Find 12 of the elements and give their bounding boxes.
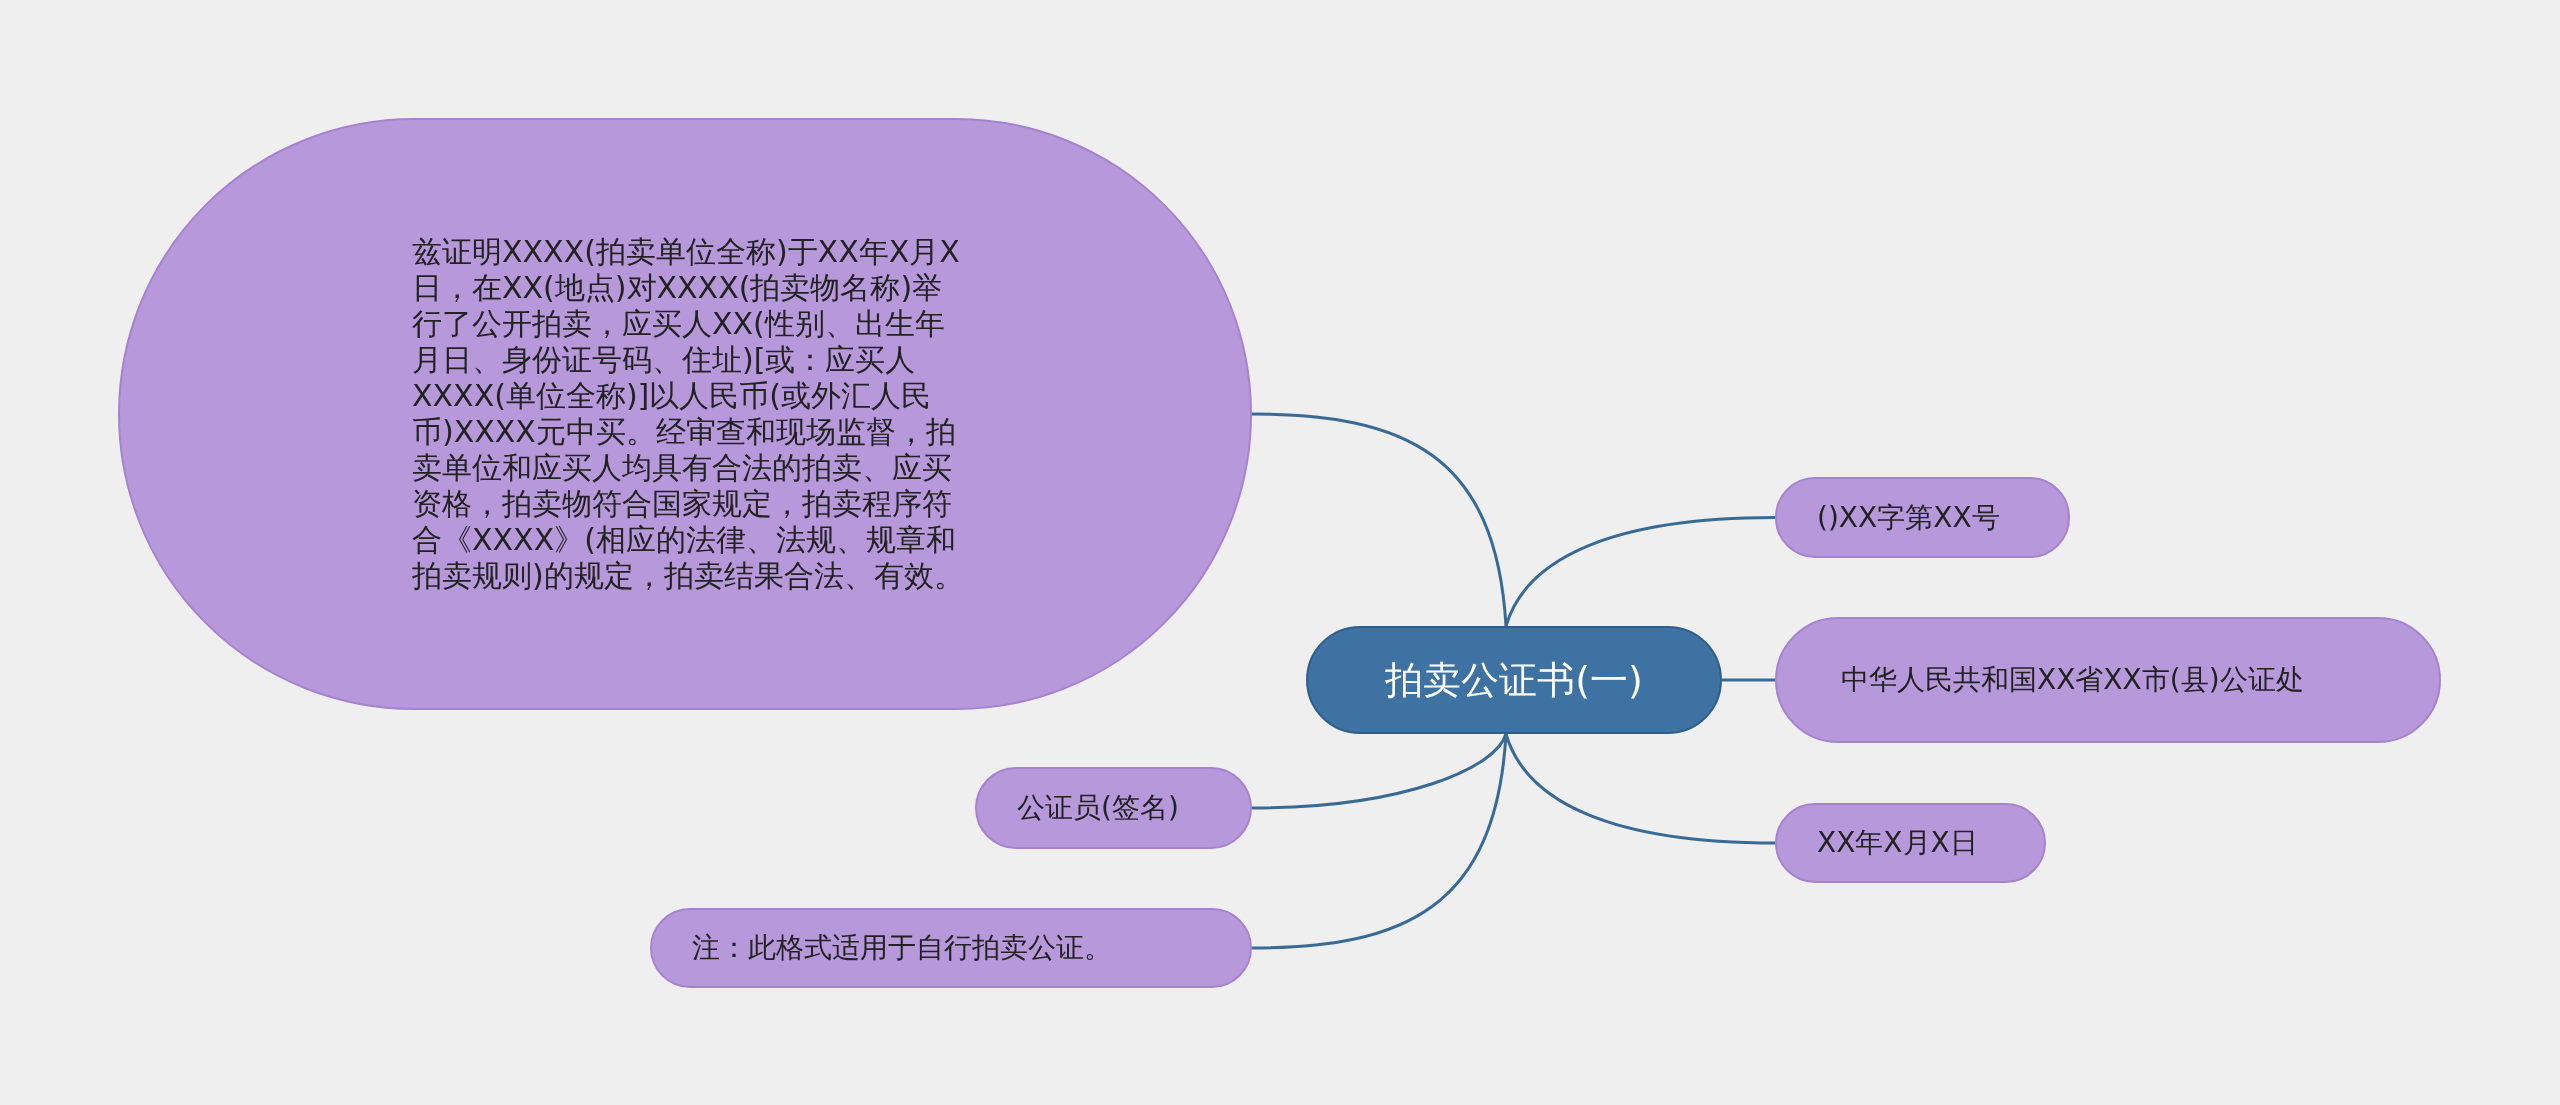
topic-text: 兹证明XXXX(拍卖单位全称)于XX年X月X日，在XX(地点)对XXXX(拍卖物名称)举行了公开拍卖，应买人XX(性别、出生年月日、身份证号码、住址)[或：应买人XXXX(单位全称)]以人民币(或外汇人民币)XXXX元中买。经审查和现场监督，拍卖单位和应买人均具有合法的拍卖、应买资格，拍卖物符合国家规定，拍卖程序符合《XXXX》(相应的法律、法规、规章和拍卖规则)的规定，拍卖结果合法、有效。 [412, 234, 965, 594]
connector-line [1251, 412, 1508, 627]
connector-line [1251, 733, 1508, 950]
connector-line [1722, 678, 1775, 682]
connector-line [1504, 733, 1776, 845]
connector-line [1504, 516, 1776, 627]
topic-text: 中华人民共和国XX省XX市(县)公证处 [1841, 662, 2305, 698]
topic-text: XX年X月X日 [1817, 825, 1978, 861]
topic-text: ()XX字第XX号 [1817, 499, 2000, 536]
topic-text: 公证员(签名) [1017, 790, 1179, 826]
topic-text: 拍卖公证书(一) [1385, 656, 1643, 704]
topic-text: 注：此格式适用于自行拍卖公证。 [692, 930, 1112, 966]
